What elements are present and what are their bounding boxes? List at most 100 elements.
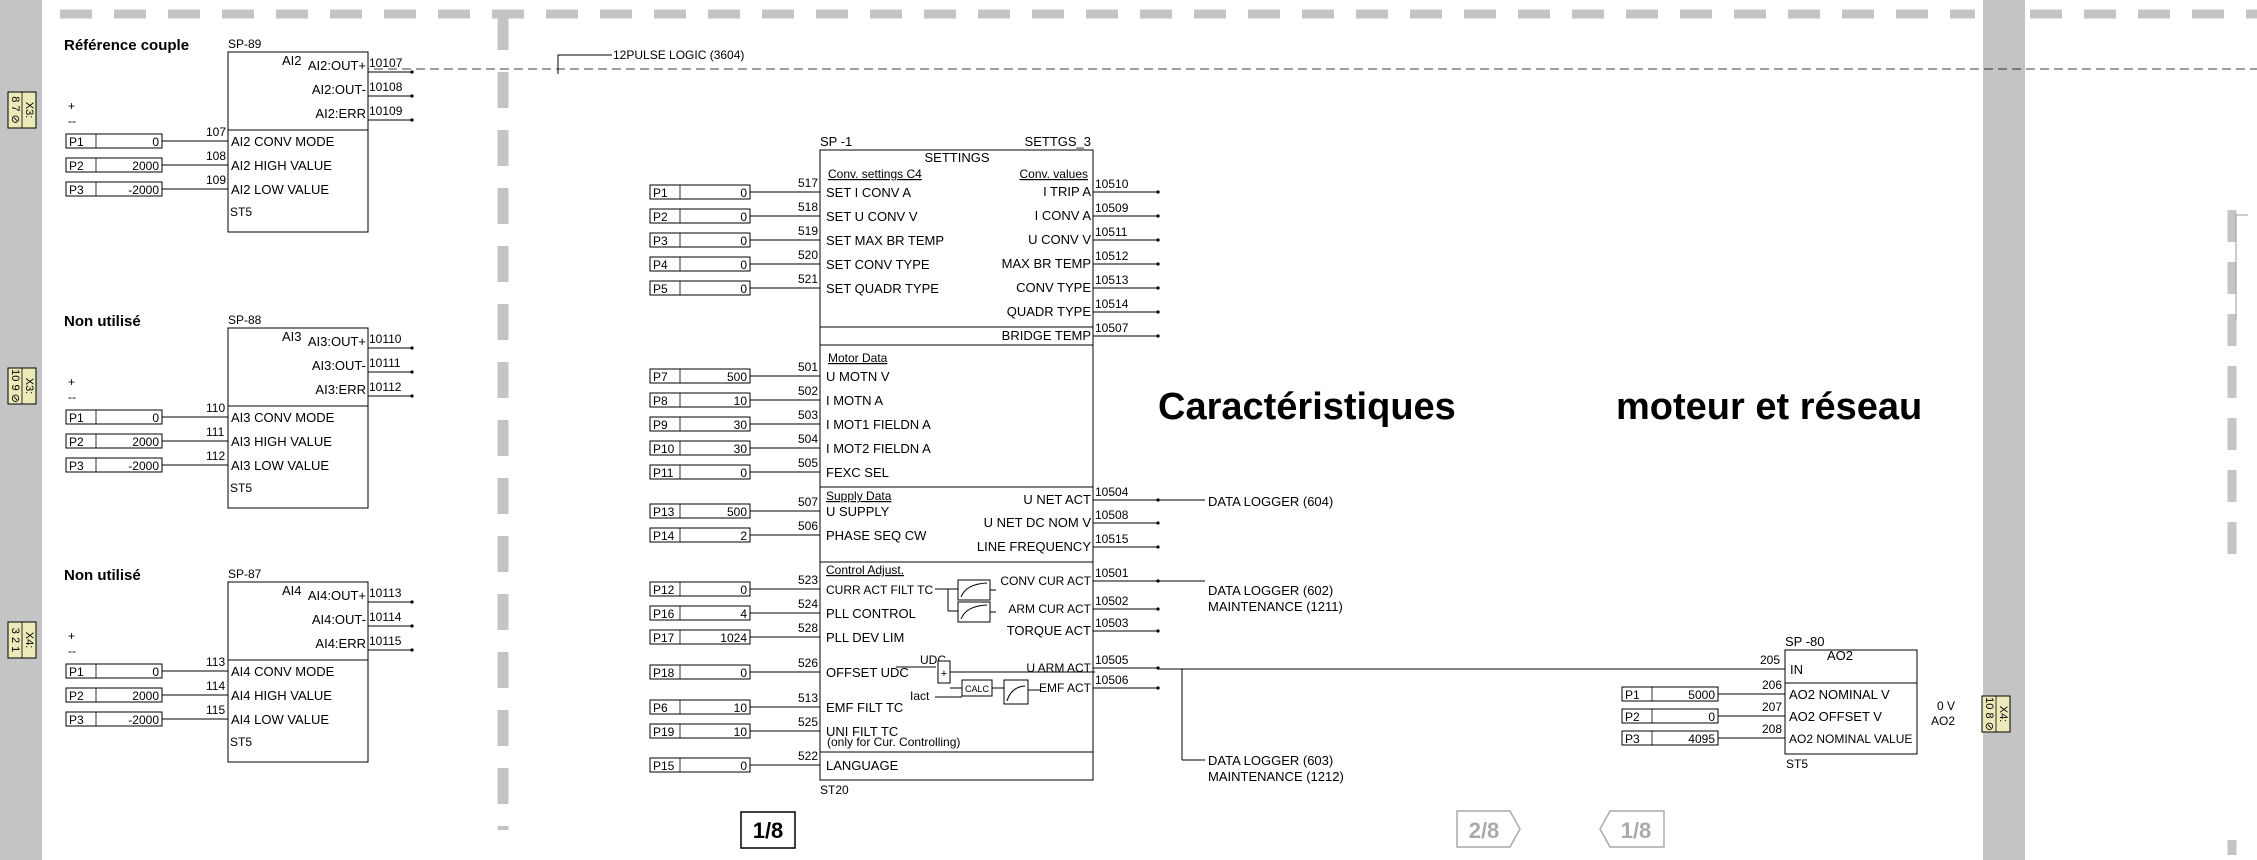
input-label: AI2 LOW VALUE (231, 182, 329, 197)
param-value: 0 (740, 186, 747, 200)
data-logger-604: DATA LOGGER (604) (1208, 494, 1333, 509)
iact-label: Iact (910, 689, 930, 703)
output-number: 10108 (369, 80, 403, 94)
terminal-name: X3: (23, 102, 35, 119)
output-number: 10109 (369, 104, 403, 118)
connector-dot (410, 624, 414, 628)
param-value: 30 (734, 418, 748, 432)
param-id: P9 (653, 418, 668, 432)
param-id: P3 (69, 459, 84, 473)
page-current-label: 1/8 (753, 818, 784, 843)
param-p3[interactable]: P3-2000 (65, 181, 163, 197)
input-number: 109 (206, 173, 226, 187)
filter-curve (1006, 685, 1026, 702)
polarity-minus: -- (68, 644, 76, 658)
param-value: 30 (734, 442, 748, 456)
input-number: 525 (798, 715, 818, 729)
param-id: P1 (69, 665, 84, 679)
output-number: 10503 (1095, 616, 1129, 630)
terminal-pins: 8 7 ⊘ (9, 96, 21, 124)
param-id: P2 (1625, 710, 1640, 724)
param-value: 0 (740, 583, 747, 597)
output-number: 10502 (1095, 594, 1129, 608)
input-number: 513 (798, 691, 818, 705)
param-id: P2 (653, 210, 668, 224)
input-label: AO2 NOMINAL VALUE (1789, 732, 1912, 746)
polarity-plus: + (68, 375, 75, 389)
output-label: AI2:OUT- (312, 82, 366, 97)
connector-dot (1156, 334, 1160, 338)
param-value: 0 (740, 666, 747, 680)
terminal-block: 10 8 ⊘X4: (1981, 695, 2011, 733)
connector-dot (410, 370, 414, 374)
page-nav-current[interactable]: 1/8 (740, 811, 796, 849)
param-value: 2000 (132, 159, 159, 173)
ao2-in-label: IN (1790, 662, 1803, 677)
settings-param-p9[interactable]: P9 30 (649, 416, 751, 432)
param-value: 2000 (132, 689, 159, 703)
output-label: AI4:OUT- (312, 612, 366, 627)
output-label: TORQUE ACT (1007, 623, 1091, 638)
param-id: P1 (1625, 688, 1640, 702)
uni-filt-note: (only for Cur. Controlling) (827, 735, 960, 749)
terminal-pins: 10 8 ⊘ (1983, 697, 1995, 731)
param-value: 500 (727, 505, 747, 519)
ao2-out-name: AO2 (1931, 714, 1955, 728)
input-label: CURR ACT FILT TC (826, 583, 933, 597)
param-id: P1 (69, 135, 84, 149)
data-logger-603: DATA LOGGER (603) (1208, 753, 1333, 768)
headline-left: Caractéristiques (1158, 386, 1456, 428)
output-number: 10506 (1095, 673, 1129, 687)
param-p3[interactable]: P3-2000 (65, 457, 163, 473)
param-id: P2 (69, 435, 84, 449)
input-number: 518 (798, 200, 818, 214)
input-label: LANGUAGE (826, 758, 899, 773)
param-value: 2 (740, 529, 747, 543)
param-id: P3 (69, 183, 84, 197)
param-p3[interactable]: P3-2000 (65, 711, 163, 727)
param-id: P4 (653, 258, 668, 272)
output-number: 10112 (369, 380, 402, 394)
ao2-st: ST5 (1786, 757, 1808, 771)
param-id: P11 (653, 466, 674, 480)
output-label: AI4:OUT+ (308, 588, 366, 603)
param-value: 2000 (132, 435, 159, 449)
input-number: 506 (798, 519, 818, 533)
param-p2[interactable]: P2 2000 (65, 433, 163, 449)
output-number: 10501 (1095, 566, 1129, 580)
page-nav-prev-button[interactable]: 1/8 (1599, 810, 1665, 848)
page-nav-next-button[interactable]: 2/8 (1456, 810, 1521, 848)
terminal-block: 8 7 ⊘X3: (7, 91, 37, 129)
input-number: 526 (798, 656, 818, 670)
block-name: AI3 (282, 329, 302, 344)
ao2-frame (1784, 649, 1918, 755)
